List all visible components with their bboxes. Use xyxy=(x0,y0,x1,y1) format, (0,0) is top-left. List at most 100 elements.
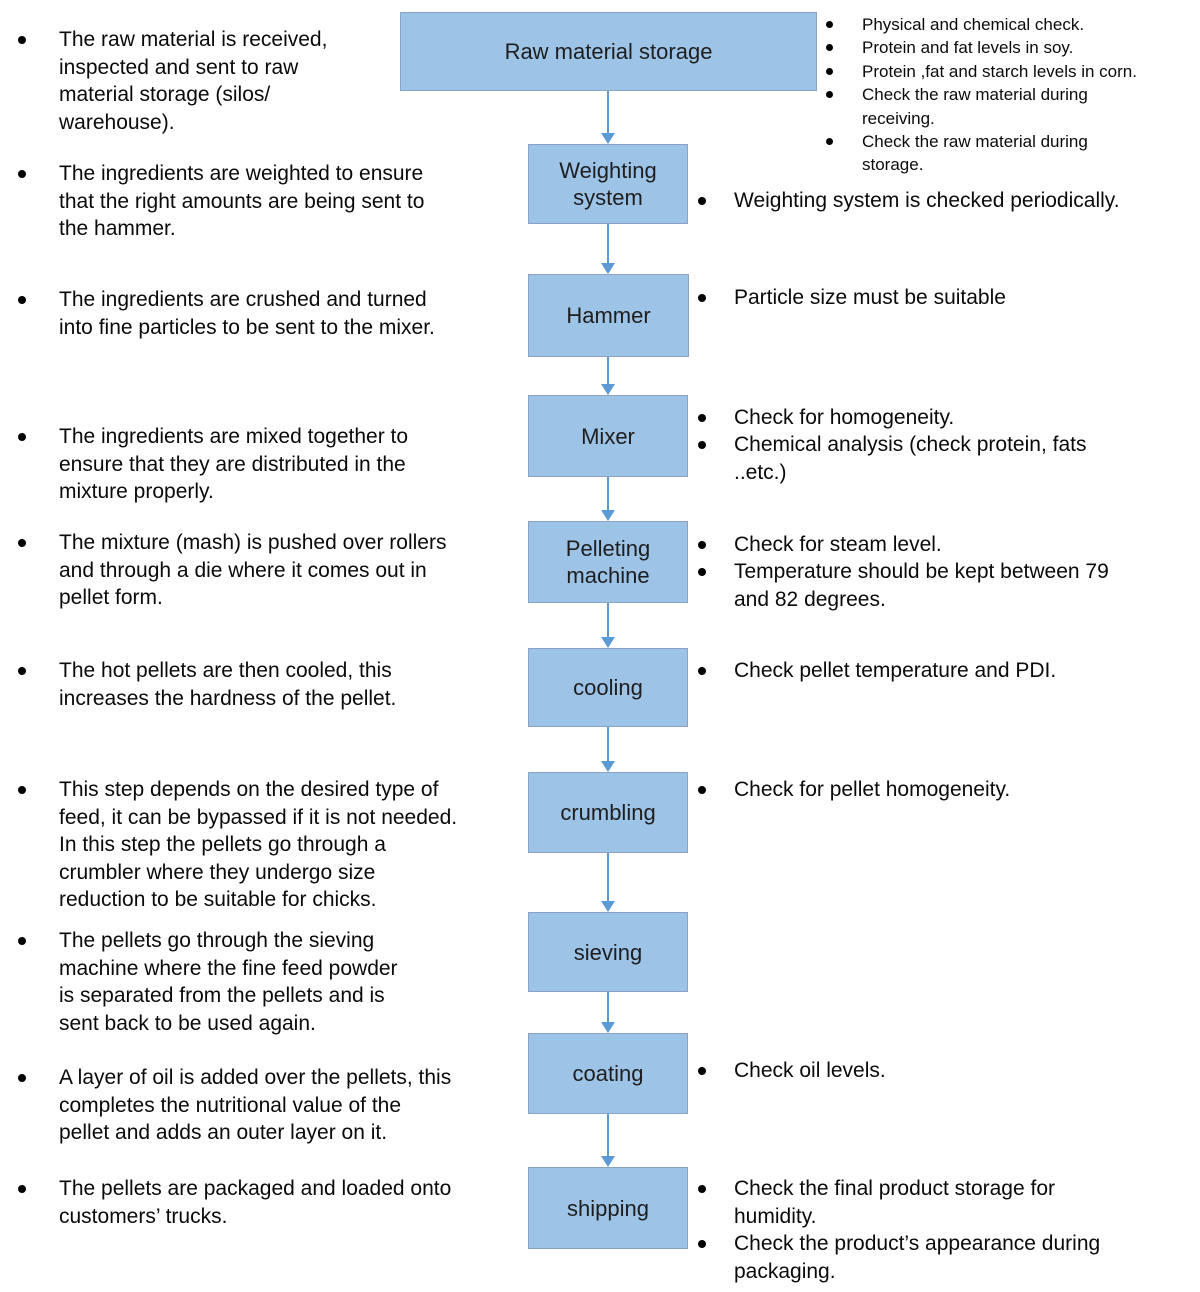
flow-arrow-7 xyxy=(600,853,616,912)
process-note-text: A layer of oil is added over the pellets… xyxy=(59,1066,452,1144)
check-item: Physical and chemical check. xyxy=(822,13,1196,36)
flow-arrow-4 xyxy=(600,477,616,521)
arrow-shaft xyxy=(607,992,609,1022)
process-note-text: This step depends on the desired type of… xyxy=(59,778,458,911)
bullet-dot xyxy=(698,1240,706,1248)
check-item: Check the raw material during storage. xyxy=(822,130,1196,177)
flow-arrow-2 xyxy=(600,224,616,274)
process-note-hammer: The ingredients are crushed and turned i… xyxy=(14,286,519,341)
bullet-dot xyxy=(698,1185,706,1193)
check-text: Physical and chemical check. xyxy=(862,15,1085,34)
process-note-raw-material: The raw material is received, inspected … xyxy=(14,26,519,136)
arrow-head-icon xyxy=(601,637,615,648)
check-mixer-1: Check for homogeneity. xyxy=(694,404,1194,432)
process-note-weighting: The ingredients are weighted to ensure t… xyxy=(14,160,519,243)
process-note-cooling: The hot pellets are then cooled, this in… xyxy=(14,657,519,712)
check-text: Check oil levels. xyxy=(734,1059,886,1082)
bullet-dot xyxy=(18,1185,26,1193)
arrow-shaft xyxy=(607,357,609,384)
check-item: Protein ,fat and starch levels in corn. xyxy=(822,60,1196,83)
check-text: Temperature should be kept between 79 an… xyxy=(734,560,1109,611)
flow-arrow-3 xyxy=(600,357,616,395)
process-note-text: The raw material is received, inspected … xyxy=(59,28,328,134)
process-note-text: The ingredients are mixed together to en… xyxy=(59,425,409,503)
arrow-shaft xyxy=(607,603,609,637)
check-pelleting-1: Check for steam level. xyxy=(694,531,1194,559)
bullet-dot xyxy=(18,170,26,178)
arrow-head-icon xyxy=(601,384,615,395)
check-text: Check for homogeneity. xyxy=(734,406,955,429)
flow-box-weighting-system: Weighting system xyxy=(528,144,688,224)
process-note-shipping: The pellets are packaged and loaded onto… xyxy=(14,1175,519,1230)
flow-box-raw-material-storage: Raw material storage xyxy=(400,12,817,91)
check-shipping-2: Check the product’s appearance during pa… xyxy=(694,1230,1194,1285)
flow-box-cooling: cooling xyxy=(528,648,688,727)
bullet-dot xyxy=(826,91,833,99)
flow-arrow-6 xyxy=(600,727,616,772)
process-note-text: The mixture (mash) is pushed over roller… xyxy=(59,531,447,609)
bullet-dot xyxy=(18,433,26,441)
bullet-dot xyxy=(698,568,706,576)
flow-box-mixer: Mixer xyxy=(528,395,688,477)
bullet-dot xyxy=(698,667,706,675)
bullet-dot xyxy=(18,937,26,945)
check-text: Check for steam level. xyxy=(734,533,942,556)
process-note-crumbling: This step depends on the desired type of… xyxy=(14,776,519,914)
bullet-dot xyxy=(826,21,833,28)
check-cooling: Check pellet temperature and PDI. xyxy=(694,657,1194,685)
check-text: Check pellet temperature and PDI. xyxy=(734,659,1057,682)
flow-arrow-5 xyxy=(600,603,616,648)
check-text: Weighting system is checked periodically… xyxy=(734,189,1120,212)
process-note-text: The hot pellets are then cooled, this in… xyxy=(59,659,397,710)
process-note-coating: A layer of oil is added over the pellets… xyxy=(14,1064,519,1147)
flow-box-sieving: sieving xyxy=(528,912,688,992)
arrow-shaft xyxy=(607,477,609,510)
process-note-pelleting: The mixture (mash) is pushed over roller… xyxy=(14,529,519,612)
process-note-text: The ingredients are weighted to ensure t… xyxy=(59,162,425,240)
check-text: Chemical analysis (check protein, fats .… xyxy=(734,433,1087,484)
arrow-shaft xyxy=(607,91,609,133)
check-text: Check the raw material during receiving. xyxy=(862,85,1088,128)
bullet-dot xyxy=(698,1067,706,1075)
check-text: Particle size must be suitable xyxy=(734,286,1006,309)
flow-box-shipping: shipping xyxy=(528,1167,688,1249)
check-mixer-2: Chemical analysis (check protein, fats .… xyxy=(694,431,1194,486)
arrow-shaft xyxy=(607,853,609,901)
bullet-dot xyxy=(698,441,706,449)
bullet-dot xyxy=(698,294,706,302)
arrow-head-icon xyxy=(601,901,615,912)
bullet-dot xyxy=(18,36,26,44)
flow-arrow-8 xyxy=(600,992,616,1033)
bullet-dot xyxy=(826,138,833,146)
bullet-dot xyxy=(698,786,706,794)
process-note-mixer: The ingredients are mixed together to en… xyxy=(14,423,519,506)
check-shipping-1: Check the final product storage for humi… xyxy=(694,1175,1194,1230)
bullet-dot xyxy=(698,197,706,205)
flow-arrow-9 xyxy=(600,1114,616,1167)
bullet-dot xyxy=(18,1074,26,1082)
check-weighting: Weighting system is checked periodically… xyxy=(694,187,1194,215)
arrow-head-icon xyxy=(601,263,615,274)
arrow-head-icon xyxy=(601,510,615,521)
check-pelleting-2: Temperature should be kept between 79 an… xyxy=(694,558,1194,613)
flow-box-hammer: Hammer xyxy=(528,274,689,357)
bullet-dot xyxy=(698,414,706,422)
check-text: Check the product’s appearance during pa… xyxy=(734,1232,1101,1283)
check-text: Check the raw material during storage. xyxy=(862,132,1088,175)
raw-material-checks-list: Physical and chemical check. Protein and… xyxy=(822,13,1196,177)
flow-arrow-1 xyxy=(600,91,616,144)
flow-box-coating: coating xyxy=(528,1033,688,1114)
process-note-text: The ingredients are crushed and turned i… xyxy=(59,288,435,339)
bullet-dot xyxy=(18,786,26,794)
arrow-head-icon xyxy=(601,133,615,144)
arrow-head-icon xyxy=(601,761,615,772)
arrow-shaft xyxy=(607,224,609,263)
bullet-dot xyxy=(698,541,706,549)
check-text: Protein and fat levels in soy. xyxy=(862,38,1074,58)
arrow-head-icon xyxy=(601,1022,615,1033)
flow-box-crumbling: crumbling xyxy=(528,772,688,853)
bullet-dot xyxy=(826,67,833,75)
bullet-dot xyxy=(18,296,26,304)
arrow-head-icon xyxy=(601,1156,615,1167)
